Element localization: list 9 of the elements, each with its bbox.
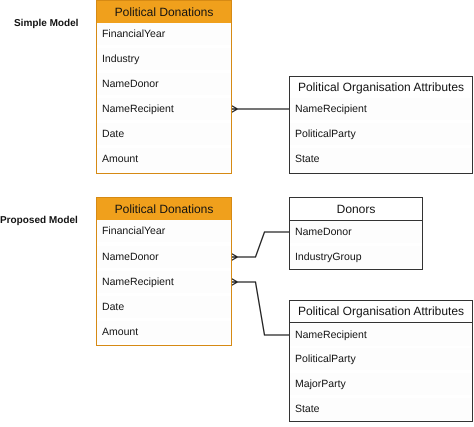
entity-table [96, 197, 232, 346]
entity-table [289, 197, 423, 270]
table-title: Political Donations [97, 1, 231, 24]
entity-table [289, 300, 473, 422]
entity-table [96, 0, 232, 174]
entity-table [289, 76, 473, 174]
table-title: Political Donations [97, 198, 231, 221]
section-label: Proposed Model [0, 215, 78, 226]
section-label: Simple Model [14, 18, 78, 29]
